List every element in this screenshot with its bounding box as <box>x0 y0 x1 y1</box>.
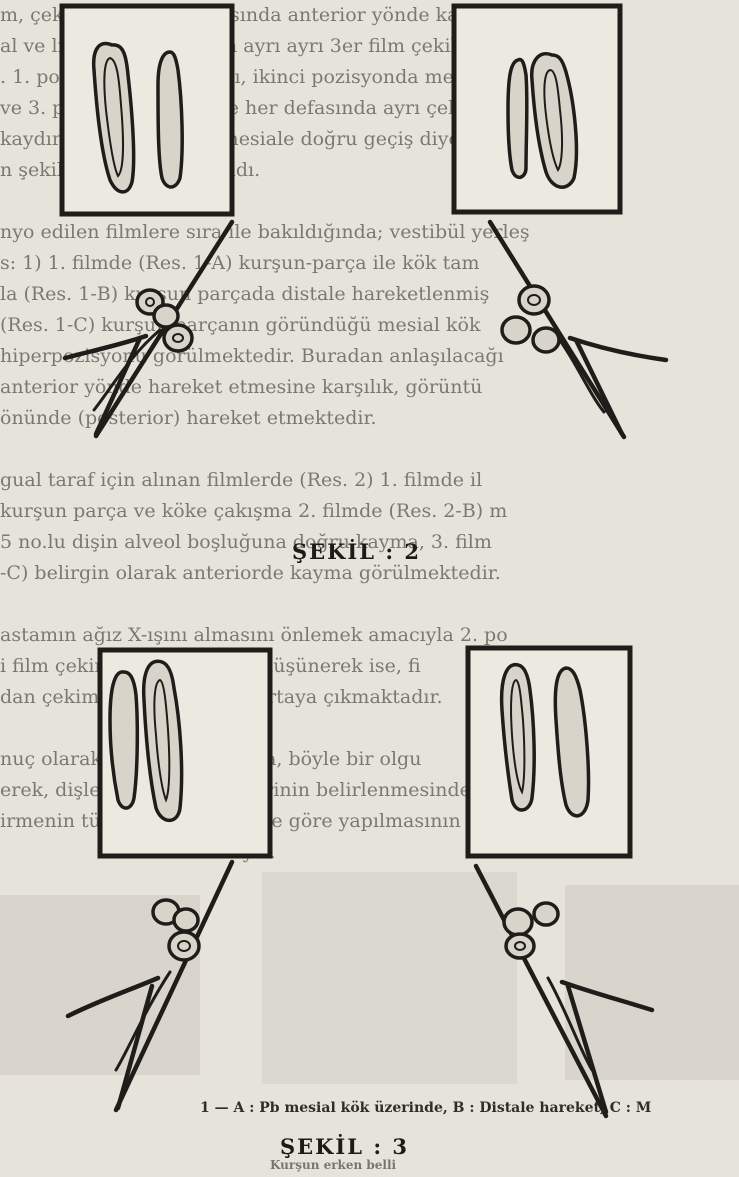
figure-3-left-diagram <box>68 862 232 1110</box>
figure-3-right-diagram <box>476 866 652 1116</box>
figure-2-right-film <box>454 6 620 212</box>
figure-2-right-diagram <box>490 222 666 437</box>
figure-3-caption: ŞEKİL : 3 <box>280 1134 409 1159</box>
figure-2-caption: ŞEKİL : 2 <box>292 539 421 564</box>
figure-3-left-film <box>100 650 270 856</box>
footnote-line: Kurşun erken belli <box>270 1158 396 1172</box>
figure-2-left-diagram <box>65 222 232 436</box>
figure-3-right-film <box>468 648 630 856</box>
figure-2-left-film <box>62 6 232 214</box>
footnote-line: 1 — A : Pb mesial kök üzerinde, B : Dist… <box>200 1100 651 1116</box>
